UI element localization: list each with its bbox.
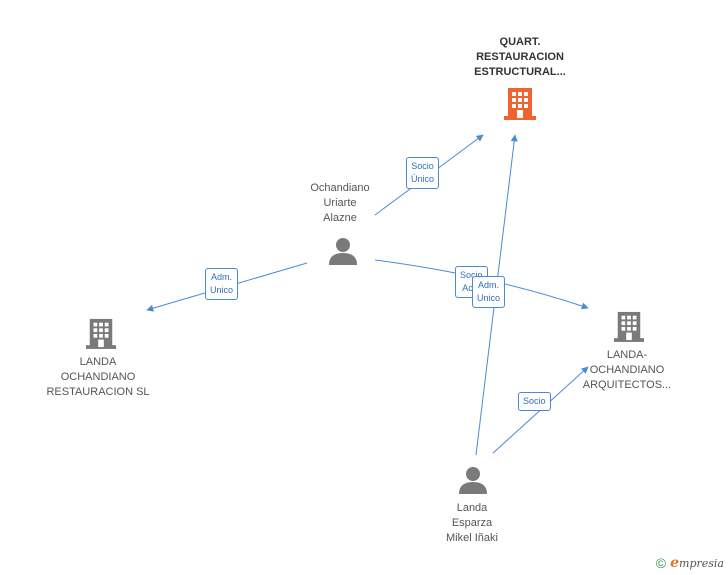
node-ochandiano-line-3: Alazne	[323, 212, 357, 224]
node-landa-esparza-line-3: Mikel Iñaki	[446, 532, 498, 544]
node-ochandiano-line-1: Ochandiano	[310, 182, 370, 194]
brand-logo[interactable]: empresia	[670, 555, 724, 571]
person-icon[interactable]	[328, 236, 358, 266]
node-landa-esparza-line-1: Landa	[456, 502, 488, 514]
brand-initial: e	[670, 555, 680, 571]
edge-label-line: Socio	[523, 396, 546, 406]
node-quart-label[interactable]: QUART. RESTAURACION ESTRUCTURAL...	[455, 35, 585, 80]
node-quart-line-2: RESTAURACION	[476, 51, 564, 63]
edge-label-line: Único	[411, 174, 435, 184]
node-landa-arquitectos-line-2: OCHANDIANO	[589, 364, 665, 376]
edge-label-line: Adm.	[478, 280, 500, 290]
edge-label-line: Socio	[460, 270, 483, 280]
edge-label-adm-unico[interactable]: Adm. Unico	[472, 276, 506, 308]
edge-label-line: Socio	[411, 161, 434, 171]
node-landa-arquitectos-line-1: LANDA-	[606, 349, 648, 361]
footer-brand: © empresia	[656, 555, 724, 571]
edge-label-line: Adm.	[211, 272, 233, 282]
person-icon[interactable]	[458, 465, 488, 495]
edge-label-line: Unico	[210, 285, 234, 295]
node-landa-esparza-line-2: Esparza	[451, 517, 493, 529]
building-icon[interactable]	[86, 316, 116, 350]
node-landa-arquitectos-label[interactable]: LANDA- OCHANDIANO ARQUITECTOS...	[562, 348, 692, 393]
node-landa-esparza-label[interactable]: Landa Esparza Mikel Iñaki	[407, 501, 537, 546]
node-landa-restauracion-line-1: LANDA	[79, 356, 117, 368]
node-landa-arquitectos-line-3: ARQUITECTOS...	[582, 379, 672, 391]
node-quart-line-1: QUART.	[499, 36, 541, 48]
edge-label-line: Ac...	[460, 282, 483, 295]
copyright-icon: ©	[655, 555, 667, 571]
edge-label-adm-unico[interactable]: Adm. Unico	[205, 268, 239, 300]
node-ochandiano-line-2: Uriarte	[323, 197, 357, 209]
edge-label-socio-unico[interactable]: Socio Único	[406, 157, 440, 189]
node-ochandiano-label[interactable]: Ochandiano Uriarte Alazne	[275, 181, 405, 226]
node-landa-restauracion-label[interactable]: LANDA OCHANDIANO RESTAURACION SL	[33, 355, 163, 400]
node-quart-line-3: ESTRUCTURAL...	[474, 66, 566, 78]
building-icon[interactable]	[504, 86, 536, 120]
brand-rest: mpresia	[679, 557, 724, 570]
edge-label-line: Unico	[477, 293, 501, 303]
node-landa-restauracion-line-3: RESTAURACION SL	[46, 386, 150, 398]
node-landa-restauracion-line-2: OCHANDIANO	[60, 371, 136, 383]
edge-label-socio[interactable]: Socio	[518, 392, 551, 411]
building-icon[interactable]	[614, 309, 644, 343]
